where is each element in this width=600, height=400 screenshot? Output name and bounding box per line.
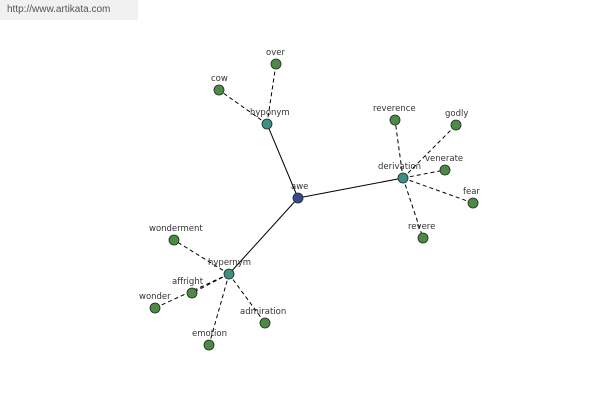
edge-hyponym-over: [266, 63, 277, 125]
edge-awe-hyponym: [266, 123, 299, 199]
edge-hypernym-emotion: [208, 273, 230, 346]
relation-node-hypernym[interactable]: [223, 268, 235, 280]
leaf-label-cow: cow: [211, 74, 228, 84]
leaf-node-revere[interactable]: [417, 232, 429, 244]
edge-derivation-revere: [402, 177, 424, 239]
edge-awe-hypernym: [228, 197, 299, 275]
leaf-label-wonder: wonder: [139, 292, 171, 302]
nodes-layer: [149, 58, 479, 351]
leaf-node-affright[interactable]: [186, 287, 198, 299]
leaf-label-emotion: emotion: [192, 329, 227, 339]
leaf-label-godly: godly: [445, 109, 468, 119]
leaf-node-emotion[interactable]: [203, 339, 215, 351]
relation-label-derivation: derivation: [378, 162, 421, 172]
relation-label-hypernym: hypernym: [208, 258, 251, 268]
leaf-node-over[interactable]: [270, 58, 282, 70]
leaf-label-affright: affright: [172, 277, 204, 287]
leaf-node-venerate[interactable]: [439, 164, 451, 176]
leaf-node-wonderment[interactable]: [168, 234, 180, 246]
edge-derivation-godly: [402, 124, 457, 179]
edge-hypernym-wonderment: [173, 239, 230, 275]
leaf-label-wonderment: wonderment: [149, 224, 203, 234]
edges-layer: [154, 63, 474, 346]
leaf-node-reverence[interactable]: [389, 114, 401, 126]
center-label-awe: awe: [291, 182, 308, 192]
leaf-label-venerate: venerate: [425, 154, 463, 164]
edge-derivation-fear: [402, 177, 474, 204]
edge-awe-derivation: [297, 177, 404, 199]
leaf-node-cow[interactable]: [213, 84, 225, 96]
leaf-node-admiration[interactable]: [259, 317, 271, 329]
edge-hyponym-cow: [218, 89, 268, 125]
relation-node-derivation[interactable]: [397, 172, 409, 184]
labels-layer: over cow reverence godly venerate fear revere w…: [139, 48, 480, 339]
edge-hypernym-admiration: [228, 273, 266, 324]
source-link[interactable]: http://www.artikata.com: [0, 0, 138, 20]
leaf-node-wonder[interactable]: [149, 302, 161, 314]
leaf-label-over: over: [266, 48, 285, 58]
leaf-node-godly[interactable]: [450, 119, 462, 131]
edge-derivation-reverence: [394, 119, 404, 179]
leaf-label-revere: revere: [408, 222, 435, 232]
leaf-node-fear[interactable]: [467, 197, 479, 209]
edge-derivation-venerate: [402, 169, 446, 179]
leaf-label-fear: fear: [463, 187, 480, 197]
leaf-label-reverence: reverence: [373, 104, 416, 114]
relation-node-hyponym[interactable]: [261, 118, 273, 130]
center-node-awe[interactable]: [292, 192, 304, 204]
leaf-label-admiration: admiration: [240, 307, 286, 317]
relation-label-hyponym: hyponym: [250, 108, 290, 118]
